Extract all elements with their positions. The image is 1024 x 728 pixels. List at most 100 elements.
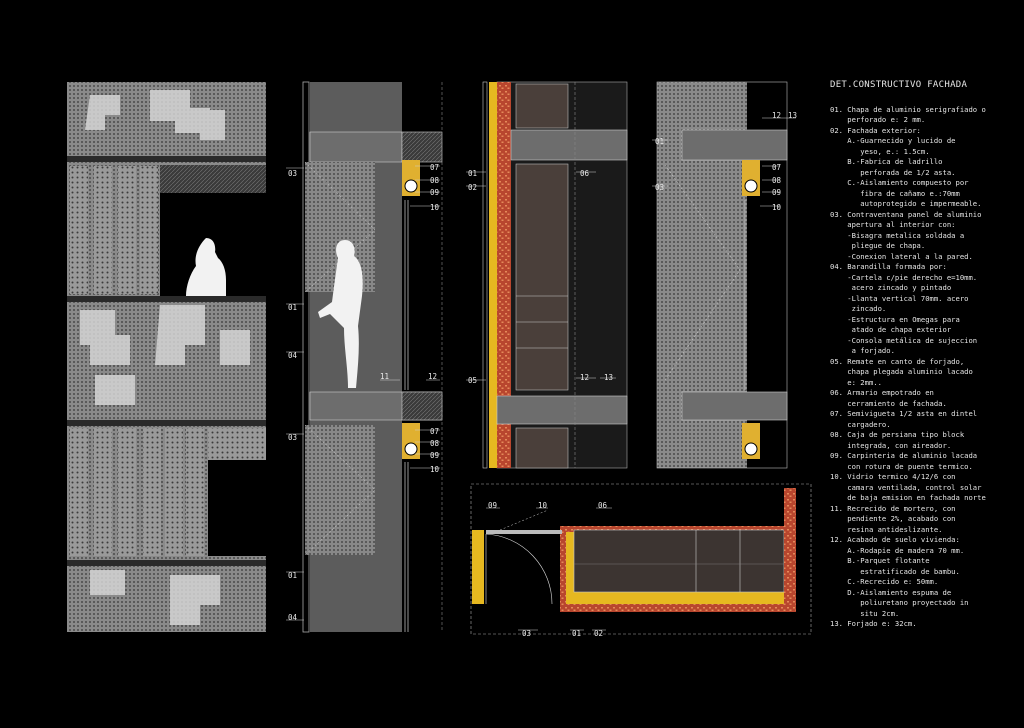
legend-item: 10. Vidrio termico 4/12/6 con (830, 472, 956, 481)
legend-item: -Conexion lateral a la pared. (830, 251, 973, 261)
person-silhouette (186, 238, 226, 296)
legend-item: 01. Chapa de aluminio serigrafiado o (830, 104, 986, 114)
section-2-labels: 01 02 05 06 12 13 (468, 169, 613, 385)
label-12: 12 (580, 373, 589, 382)
label-03: 03 (288, 169, 297, 178)
facade-elevation (67, 82, 266, 632)
wall-section-3 (656, 81, 788, 469)
legend-item: a forjado. (830, 346, 895, 355)
wall-section-2 (482, 81, 628, 469)
legend-item: B.-Parquet flotante (830, 556, 930, 565)
legend-panel: DET.CONSTRUCTIVO FACHADA 01. Chapa de al… (830, 80, 1018, 630)
label-04: 04 (288, 613, 298, 622)
label-03: 03 (288, 433, 297, 442)
legend-item: de baja emision en fachada norte (830, 493, 986, 502)
legend-item: 07. Semivigueta 1/2 asta en dintel (830, 409, 978, 418)
legend-item: e: 2mm.. (830, 377, 882, 387)
legend-item: con rotura de puente termico. (830, 461, 973, 471)
label-09: 09 (488, 501, 497, 510)
legend-title: DET.CONSTRUCTIVO FACHADA (830, 80, 968, 90)
label-07: 07 (430, 163, 439, 172)
legend-item: C.-Recrecido e: 50mm. (830, 577, 939, 586)
label-10: 10 (538, 501, 548, 510)
legend-item: perforada de 1/2 asta. (830, 167, 956, 177)
label-11: 11 (380, 372, 389, 381)
label-12: 12 (428, 372, 437, 381)
legend-item: 11. Recrecido de mortero, con (830, 503, 956, 513)
label-06: 06 (580, 169, 590, 178)
label-01: 01 (288, 571, 297, 580)
legend-item: -Estructura en Omegas para (830, 314, 960, 324)
label-12: 12 (772, 111, 781, 120)
legend-item: 08. Caja de persiana tipo block (830, 430, 965, 439)
legend-item: 12. Acabado de suelo vivienda: (830, 535, 960, 544)
legend-item: resina antideslizante. (830, 524, 943, 534)
floor-plan-detail (470, 483, 812, 635)
legend-item: zincado. (830, 304, 887, 313)
label-02: 02 (468, 183, 477, 192)
label-01: 01 (468, 169, 477, 178)
legend-item: 06. Armario empotrado en (830, 388, 934, 397)
label-10: 10 (430, 465, 440, 474)
legend-item: chapa plegada aluminio lacado (830, 367, 973, 376)
legend-item: pliegue de chapa. (830, 241, 926, 250)
legend-item: pendiente 2%, acabado con (830, 514, 956, 523)
legend-item: -Cartela c/pie derecho e=10mm. (830, 272, 978, 282)
label-10: 10 (772, 203, 782, 212)
legend-item: apertura al interior con: (830, 220, 956, 229)
legend-item: 03. Contraventana panel de aluminio (830, 209, 982, 219)
legend-item: acero zincado y pintado (830, 283, 952, 292)
legend-item: 04. Barandilla formada por: (830, 262, 947, 271)
legend-item: perforado e: 2 mm. (830, 115, 926, 124)
legend-item: 13. Forjado e: 32cm. (830, 619, 917, 628)
legend-item: atado de chapa exterior (830, 325, 952, 334)
legend-item: yeso, e.: 1.5cm. (830, 146, 930, 156)
legend-item: autoprotegido e impermeable. (830, 199, 982, 208)
leader-lines (286, 117, 796, 631)
legend-item: fibra de cañamo e.:70mm (830, 188, 960, 198)
legend-item: estratificado de bambu. (830, 566, 960, 576)
label-07: 07 (772, 163, 781, 172)
legend-item: 05. Remate en canto de forjado, (830, 356, 965, 366)
legend-list: 01. Chapa de aluminio serigrafiado o per… (830, 105, 1018, 630)
label-08: 08 (430, 176, 440, 185)
label-09: 09 (430, 188, 439, 197)
label-09: 09 (430, 451, 439, 460)
label-08: 08 (772, 176, 782, 185)
legend-item: A.-Guarnecido y lucido de (830, 136, 956, 145)
label-02: 02 (594, 629, 603, 638)
section-3-labels: 01 03 12 13 07 08 09 10 (655, 111, 797, 212)
legend-item: B.-Fabrica de ladrillo (830, 157, 943, 166)
legend-item: -Llanta vertical 70mm. acero (830, 293, 969, 303)
legend-item: -Bisagra metalica soldada a (830, 230, 965, 240)
label-04: 04 (288, 351, 298, 360)
label-07: 07 (430, 427, 439, 436)
legend-item: 09. Carpinteria de aluminio lacada (830, 451, 978, 460)
legend-item: 02. Fachada exterior: (830, 125, 921, 135)
label-03: 03 (522, 629, 531, 638)
label-01: 01 (288, 303, 297, 312)
label-10: 10 (430, 203, 440, 212)
legend-item: camara ventilada, control solar (830, 482, 982, 492)
person-silhouette-section (318, 240, 363, 388)
label-05: 05 (468, 376, 477, 385)
label-06: 06 (598, 501, 608, 510)
label-01: 01 (655, 137, 664, 146)
legend-item: poliuretano proyectado in (830, 598, 969, 607)
label-03: 03 (655, 183, 664, 192)
section-1-labels: 03 01 04 03 01 04 07 08 09 10 11 12 07 0… (288, 163, 440, 622)
legend-item: C.-Aislamiento compuesto por (830, 178, 969, 187)
legend-item: A.-Rodapie de madera 70 mm. (830, 545, 965, 555)
legend-item: situ 2cm. (830, 608, 900, 618)
legend-item: -Consola metálica de sujeccion (830, 335, 978, 345)
legend-item: integrada, con aireador. (830, 440, 952, 450)
legend-item: D.-Aislamiento espuma de (830, 587, 952, 597)
wall-section-1 (302, 81, 443, 633)
label-08: 08 (430, 439, 440, 448)
label-09: 09 (772, 188, 781, 197)
legend-item: cargadero. (830, 419, 891, 429)
plan-labels: 09 10 06 03 01 02 (488, 501, 608, 638)
label-13: 13 (788, 111, 797, 120)
